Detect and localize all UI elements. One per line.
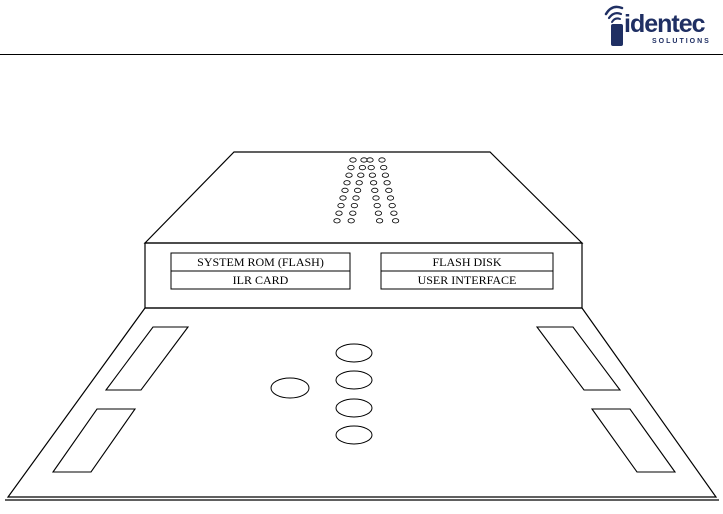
vent-hole: [346, 173, 352, 177]
left-panel-top-label: SYSTEM ROM (FLASH): [171, 256, 350, 268]
button-oval-4: [336, 426, 372, 444]
vent-hole: [375, 211, 381, 215]
vent-hole: [356, 181, 362, 185]
vent-hole: [392, 219, 398, 223]
vent-hole: [350, 211, 356, 215]
vent-hole: [338, 203, 344, 207]
right-panel-top-label: FLASH DISK: [381, 256, 553, 268]
vent-hole: [368, 165, 374, 169]
vent-hole: [344, 181, 350, 185]
vent-hole: [386, 188, 392, 192]
vent-hole: [391, 211, 397, 215]
vent-hole: [381, 165, 387, 169]
vent-hole: [348, 165, 354, 169]
vent-hole: [387, 196, 393, 200]
vent-hole: [358, 173, 364, 177]
vent-hole: [370, 181, 376, 185]
vent-hole: [389, 203, 395, 207]
vent-hole: [340, 196, 346, 200]
vent-hole: [382, 173, 388, 177]
slot-left-upper: [106, 327, 188, 390]
vent-hole: [374, 203, 380, 207]
button-oval-3: [336, 399, 372, 417]
vent-hole: [351, 203, 357, 207]
slot-right-upper: [537, 327, 620, 390]
vent-hole: [336, 211, 342, 215]
vent-hole: [376, 219, 382, 223]
vent-hole: [372, 188, 378, 192]
vent-hole: [359, 165, 365, 169]
vent-hole: [342, 188, 348, 192]
vent-hole: [373, 196, 379, 200]
vent-hole: [361, 158, 367, 162]
right-panel-bottom-label: USER INTERFACE: [381, 274, 553, 286]
vent-hole: [367, 158, 373, 162]
vent-hole: [384, 181, 390, 185]
left-panel-bottom-label: ILR CARD: [171, 274, 350, 286]
button-oval-1: [336, 344, 372, 362]
vent-hole: [369, 173, 375, 177]
vent-hole: [334, 219, 340, 223]
vent-hole: [353, 196, 359, 200]
vent-hole: [354, 188, 360, 192]
vent-holes: [334, 158, 399, 223]
button-oval-2: [336, 371, 372, 389]
vent-hole: [379, 158, 385, 162]
vent-hole: [348, 219, 354, 223]
slot-right-lower: [592, 409, 675, 472]
device-base-plane: [8, 308, 716, 497]
button-oval-side: [271, 378, 309, 398]
vent-hole: [350, 158, 356, 162]
